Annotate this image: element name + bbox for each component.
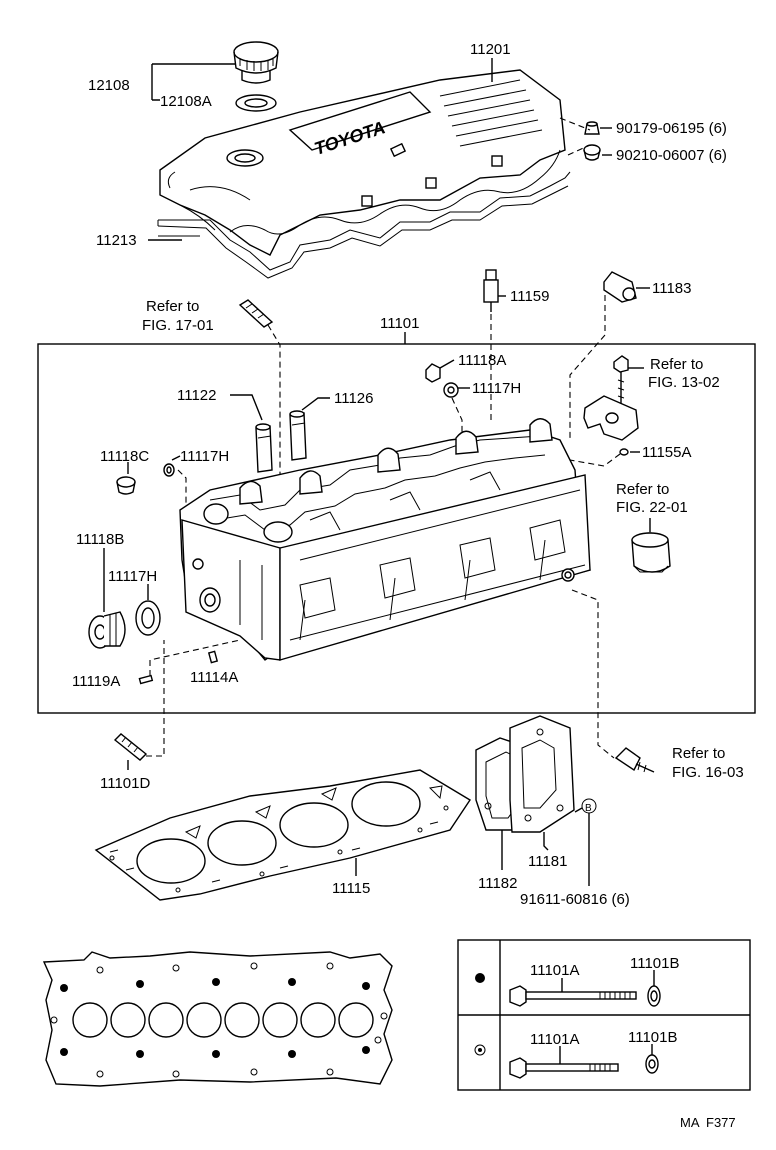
label-11126: 11126 [334,390,374,407]
oil-filler-cap [233,41,279,84]
hollow-dot-marker [474,1044,486,1056]
label-11101: 11101 [380,315,420,332]
gasket-bottom-view [42,951,393,1087]
plug-11118C [116,476,136,495]
valve-guide-11122 [255,423,273,473]
label-11155A: 11155A [642,444,692,461]
label-11117H-top: 11117H [472,380,521,397]
label-11182: 11182 [478,875,518,892]
cam-cap-bolt [613,355,629,412]
label-11183: 11183 [652,280,692,297]
dashed-11183 [569,295,606,440]
cam-bearing-cap [583,395,639,441]
label-11101D: 11101D [100,775,150,792]
label-11201: 11201 [470,41,511,58]
label-11117H-lower: 11117H [108,568,157,585]
pin-11119A [138,674,154,685]
gasket-11117H-left [163,463,175,477]
leader-11181 [543,832,549,851]
cylinder-head-cover-gasket [157,171,571,279]
label-fig-16-03: FIG. 16-03 [672,764,744,781]
plug-11118B [88,611,126,649]
cylinder-head [179,418,591,661]
label-91611: 91611-60816 (6) [520,891,630,908]
label-90210: 90210-06007 (6) [616,147,727,164]
dashed-stud-left [267,324,281,500]
cam-position-sensor [631,532,671,573]
label-fig-22-01: FIG. 22-01 [616,499,688,516]
leader-11126 [301,397,330,411]
leader-11117H-left [171,455,181,461]
table-washer-row1 [647,985,661,1007]
stud-bolt-11101D [113,733,148,761]
label-12108: 12108 [88,77,130,94]
refer-to-fig-16: Refer to [672,745,725,762]
table-washer-row2 [645,1054,659,1074]
cylinder-head-cover: TOYOTA [159,69,566,256]
table-bolt-row2 [509,1057,619,1079]
cam-bearing-cap-11183 [603,271,637,303]
label-fig-13-02: FIG. 13-02 [648,374,720,391]
label-table-r2-washer: 11101B [628,1029,678,1046]
label-12108A: 12108A [160,93,212,110]
dashed-11155A [569,453,621,467]
spark-plug-tube-11159 [483,269,499,312]
leader-12108 [151,63,236,101]
cover-washer-90210 [583,144,601,161]
cylinder-head-subassembly-frame [37,343,756,714]
label-11122: 11122 [177,387,217,404]
filler-cap-gasket [235,94,277,112]
label-11118A: 11118A [458,352,506,369]
cylinder-head-gasket [94,769,471,901]
stud-bolt-top-left [238,299,274,328]
cover-nut-90179 [584,121,600,135]
label-11118C: 11118C [100,448,149,465]
label-11117H-left: 11117H [180,448,229,465]
label-11115: 11115 [332,880,370,897]
table-bolt-row1 [509,985,637,1007]
dashed-11118A [451,397,463,440]
refer-to-fig-17: Refer to [146,298,199,315]
label-table-r2-bolt: 11101A [530,1031,580,1048]
label-90179: 90179-06195 (6) [616,120,727,137]
water-outlet-plate-11181 [509,715,575,833]
gasket-11117H-lower [135,600,161,636]
label-circle-b: B [585,803,592,814]
label-11119A: 11119A [72,673,120,690]
pin-11114A [207,650,219,664]
label-fig-17-01: FIG. 17-01 [142,317,214,334]
valve-guide-11126 [289,410,307,461]
footer-code: MA F377 [680,1115,736,1130]
label-table-r1-bolt: 11101A [530,962,580,979]
dashed-11119A [149,639,241,676]
dashed-fig-16-03 [571,589,615,759]
plug-11118A [425,363,441,383]
label-11114A: 11114A [190,669,238,686]
leader-circle-b [574,807,583,813]
label-11213: 11213 [96,232,137,249]
refer-to-fig-13: Refer to [650,356,703,373]
pin-11155A [619,448,629,456]
refer-to-fig-22: Refer to [616,481,669,498]
leader-11118A [439,359,455,369]
label-11118B: 11118B [76,531,124,548]
bolt-table [457,939,751,1091]
label-11181: 11181 [528,853,568,870]
water-union-fig-16-03 [614,747,655,773]
dashed-11101D [146,640,165,757]
label-table-r1-washer: 11101B [630,955,680,972]
leader-11122 [230,394,263,421]
gasket-11117H-top [443,382,459,398]
dashed-cover-link [559,117,591,156]
solid-dot-marker [475,973,485,983]
label-11159: 11159 [510,288,550,305]
